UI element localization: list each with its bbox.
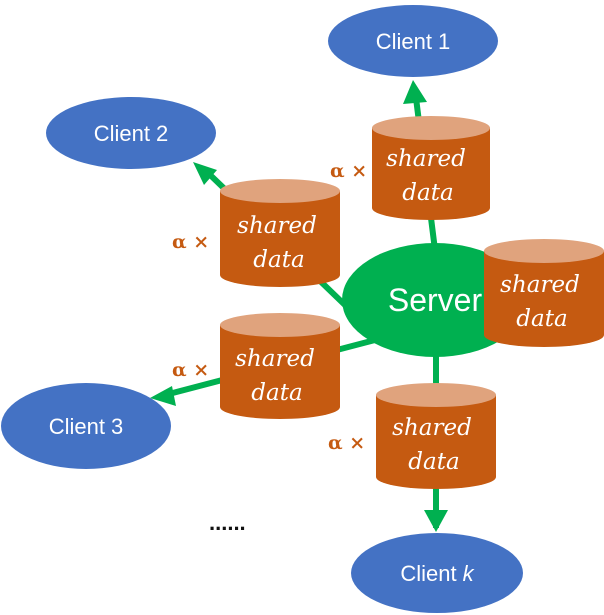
cylinder-3-line-1: shared: [500, 272, 580, 298]
server-node: Server: [342, 243, 528, 357]
arrowhead-client-k: [424, 510, 448, 532]
arrow-heads: [150, 80, 448, 532]
alpha-label-1: α ×: [330, 160, 367, 182]
client-k-node: Client k: [351, 533, 523, 613]
cylinder-1-line-2: data: [402, 180, 453, 206]
cylinder-5-line-2: data: [408, 449, 459, 475]
shared-data-cylinder-1: shared data: [372, 116, 490, 220]
client-1-label: Client 1: [376, 29, 451, 54]
cylinder-4-line-2: data: [251, 380, 302, 406]
arrowhead-client-1: [403, 80, 427, 104]
cylinder-3-line-2: data: [516, 306, 567, 332]
shared-data-cylinder-2: shared data: [220, 179, 340, 287]
client-k-prefix: Client: [400, 561, 462, 586]
alpha-label-3: α ×: [172, 359, 209, 381]
cylinder-5-line-1: shared: [392, 415, 472, 441]
client-1-node: Client 1: [328, 5, 498, 77]
client-3-label: Client 3: [49, 414, 124, 439]
client-2-node: Client 2: [46, 97, 216, 169]
alpha-label-4: α ×: [328, 432, 365, 454]
more-clients-ellipsis: ......: [209, 510, 246, 535]
cylinder-4-line-1: shared: [235, 346, 315, 372]
cylinder-2-line-1: shared: [237, 213, 317, 239]
client-k-index: k: [463, 561, 475, 586]
shared-data-cylinder-5: shared data: [376, 383, 496, 489]
shared-data-cylinder-3: shared data: [484, 239, 604, 347]
alpha-label-2: α ×: [172, 231, 209, 253]
cylinder-1-line-1: shared: [386, 146, 466, 172]
shared-data-cylinder-4: shared data: [220, 313, 340, 419]
client-2-label: Client 2: [94, 121, 169, 146]
cylinder-2-line-2: data: [253, 247, 304, 273]
arrowhead-client-3: [150, 386, 176, 406]
arrowhead-client-2: [193, 162, 217, 185]
server-label: Server: [388, 282, 483, 318]
client-k-label: Client k: [400, 561, 474, 586]
client-3-node: Client 3: [1, 383, 171, 469]
